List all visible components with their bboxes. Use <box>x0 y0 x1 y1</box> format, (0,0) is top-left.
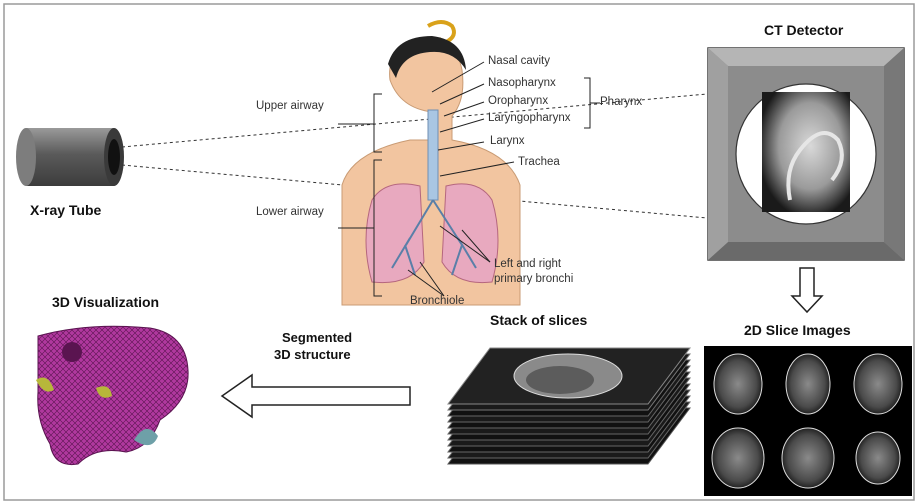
slice-thumb <box>856 432 900 484</box>
bronchi-label-line2: primary bronchi <box>494 273 573 285</box>
slice-thumb <box>712 428 764 488</box>
slice-images-grid <box>704 346 912 496</box>
laryngopharynx-label: Laryngopharynx <box>488 112 570 124</box>
bronchiole-label: Bronchiole <box>410 295 464 307</box>
visualization-label: 3D Visualization <box>52 294 159 310</box>
larynx-label: Larynx <box>490 135 525 147</box>
slice-thumb <box>786 354 830 414</box>
segmented-label-line2: 3D structure <box>274 347 351 362</box>
segmented-label-line1: Segmented <box>282 330 352 345</box>
oropharynx-label: Oropharynx <box>488 95 548 107</box>
slice-images-label: 2D Slice Images <box>744 322 851 338</box>
nasopharynx-label: Nasopharynx <box>488 77 556 89</box>
xray-tube <box>16 128 124 186</box>
slice-thumb <box>714 354 762 414</box>
stack-label: Stack of slices <box>490 312 587 328</box>
pharynx-label: Pharynx <box>600 96 642 108</box>
ct-detector <box>708 48 904 260</box>
lower-airway-label: Lower airway <box>256 206 324 218</box>
slice-thumb <box>854 354 902 414</box>
slice-thumb <box>782 428 834 488</box>
slice-stack <box>448 348 690 464</box>
ct-detector-label: CT Detector <box>764 22 843 38</box>
nasal-cavity-label: Nasal cavity <box>488 55 550 67</box>
xray-image <box>762 92 850 212</box>
upper-airway-label: Upper airway <box>256 100 324 112</box>
trachea-label: Trachea <box>518 156 560 168</box>
xray-tube-label: X-ray Tube <box>30 202 101 218</box>
bronchi-label-line1: Left and right <box>494 258 561 270</box>
